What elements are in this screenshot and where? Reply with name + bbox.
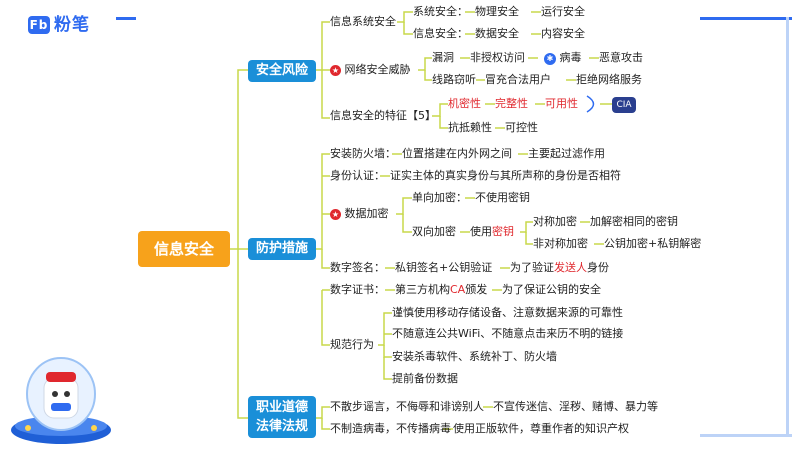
node-unauth: 非授权访问 [470,51,525,64]
node-norms: 规范行为 [330,338,374,351]
node-virus-label: 病毒 [559,51,582,64]
node-physical: 物理安全 [475,5,519,18]
node-ethics-1a: 不散步谣言，不侮辱和诽谤别人 [330,400,484,413]
node-signature: 数字签名： [330,261,385,274]
node-content-safe: 内容安全 [541,27,585,40]
node-use-key: 使用密钥 [470,225,514,239]
node-auth-desc: 证实主体的真实身份与其所声称的身份是否相符 [390,169,621,182]
node-fw-func: 主要起过滤作用 [528,147,605,160]
node-ethics-2b: 使用正版软件，尊重作者的知识产权 [453,422,629,435]
node-integrity: 完整性 [495,97,528,110]
node-asym-desc: 公钥加密+私钥解密 [604,237,702,250]
branch-risk: 安全风险 [248,60,316,82]
node-firewall: 安装防火墙： [330,147,396,160]
node-leak: 漏洞 [432,51,454,64]
mascot-illustration [11,357,111,444]
node-norm-3: 安装杀毒软件、系统补丁、防火墙 [392,350,557,363]
branch-ethics-line2: 法律法规 [255,419,308,434]
node-threat-label: 网络安全威胁 [344,63,411,76]
brand-name: 粉笔 [54,15,90,35]
node-info-safe: 信息安全： [413,27,468,40]
node-sym-desc: 加解密相同的密钥 [590,215,678,228]
node-sym: 对称加密 [533,215,577,228]
node-nonrepudiation: 抗抵赖性 [448,121,492,134]
branch-ethics: 职业道德 法律法规 [248,396,316,438]
virus-icon: ✱ [544,53,556,65]
node-threat: ★ 网络安全威胁 [330,63,411,77]
node-cert-why: 为了保证公钥的安全 [502,283,601,296]
top-accent-left [116,17,136,20]
node-data-safe: 数据安全 [475,27,519,40]
root-node: 信息安全 [138,231,230,267]
node-sig-why-b: 身份 [587,261,609,274]
node-sig-how: 私钥签名+公钥验证 [395,261,493,274]
node-sys-safe: 系统安全： [413,5,468,18]
node-sig-why-red: 发送人 [554,261,587,274]
star-icon: ★ [330,209,341,220]
node-no-key: 不使用密钥 [475,191,530,204]
node-ethics-2a: 不制造病毒，不传播病毒 [330,422,451,435]
node-encrypt: ★ 数据加密 [330,207,389,221]
node-fake-user: 冒充合法用户 [485,73,551,86]
node-use-key-red: 密钥 [492,225,514,238]
node-one-way: 单向加密： [412,191,467,204]
node-cert-a: 第三方机构 [395,283,450,296]
node-virus: ✱ 病毒 [544,51,582,65]
node-malicious: 恶意攻击 [599,51,643,64]
node-cert-issuer: 第三方机构CA颁发 [395,283,487,297]
node-confidential: 机密性 [448,97,481,110]
node-controllable: 可控性 [505,121,538,134]
star-icon: ★ [330,65,341,76]
node-auth: 身份认证： [330,169,385,182]
right-frame-line [786,17,789,437]
node-ethics-1b: 不宣传迷信、淫秽、赌博、暴力等 [493,400,658,413]
node-sys-security: 信息系统安全 [330,15,396,28]
node-sig-why-a: 为了验证 [510,261,554,274]
node-availability: 可用性 [545,97,578,110]
node-norm-1: 谨慎使用移动存储设备、注意数据来源的可靠性 [392,306,623,319]
node-deny: 拒绝网络服务 [576,73,642,86]
node-running: 运行安全 [541,5,585,18]
node-eavesdrop: 线路窃听 [432,73,476,86]
node-use-key-prefix: 使用 [470,225,492,238]
node-features: 信息安全的特征【5】 [330,109,436,122]
brand-mark: Fb [28,16,50,34]
branch-ethics-line1: 职业道德 [255,400,308,415]
node-fw-pos: 位置搭建在内外网之间 [402,147,512,160]
top-accent-right [700,17,792,20]
node-encrypt-label: 数据加密 [344,207,389,220]
node-cert-red: CA [450,283,466,296]
node-two-way: 双向加密 [412,225,456,238]
node-norm-2: 不随意连公共WiFi、不随意点击来历不明的链接 [392,327,624,340]
branch-protect: 防护措施 [248,238,316,260]
node-sig-why: 为了验证发送人身份 [510,261,609,275]
node-cert: 数字证书： [330,283,385,296]
cia-badge: CIA [612,97,636,113]
node-cert-b: 颁发 [465,283,488,296]
bottom-frame-line [700,434,792,437]
node-asym: 非对称加密 [533,237,588,250]
node-norm-4: 提前备份数据 [392,372,458,385]
